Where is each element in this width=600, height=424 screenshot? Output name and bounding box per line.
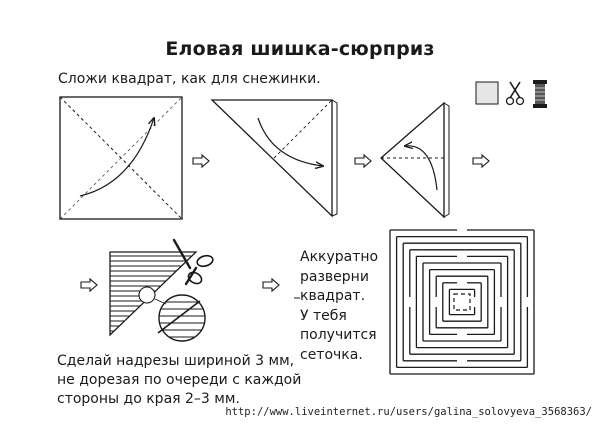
step-arrow — [262, 277, 280, 293]
step-arrow — [472, 153, 490, 169]
step-1-instruction: Сложи квадрат, как для снежинки. — [58, 71, 321, 87]
page-title: Еловая шишка-сюрприз — [165, 38, 435, 60]
step-arrow — [354, 153, 372, 169]
watermark-url: http://www.liveinternet.ru/users/galina_… — [225, 406, 592, 418]
unfold-line: У тебя — [300, 307, 347, 324]
grid-center-square — [453, 293, 471, 311]
unfold-line: Аккуратно — [300, 249, 379, 265]
unfold-line: разверни — [300, 268, 369, 285]
triangle-fold-step — [210, 99, 338, 218]
cut-line: не дорезая по очереди с каждой — [57, 372, 302, 388]
unfolded-grid — [389, 229, 535, 375]
scissors-icon — [505, 81, 525, 106]
small-triangle-step — [380, 101, 450, 219]
step-arrow — [192, 153, 210, 169]
thread-spool-icon — [533, 80, 547, 108]
square-step — [59, 96, 183, 220]
magnified-detail — [157, 294, 206, 342]
unfold-line: получится — [300, 327, 377, 343]
unfold-line: квадрат. — [300, 288, 366, 304]
step-arrow — [80, 277, 98, 293]
unfold-instruction: Аккуратно разверни квадрат. У тебя получ… — [300, 248, 390, 365]
cut-line: Сделай надрезы шириной 3 мм, — [57, 353, 295, 369]
cut-instruction: Сделай надрезы шириной 3 мм, не дорезая … — [57, 352, 301, 409]
paper-square-icon — [475, 81, 499, 105]
unfold-line: сеточка. — [300, 346, 363, 363]
scissors-cutting-icon — [172, 238, 214, 286]
cut-line: стороны до края 2–3 мм. — [57, 391, 240, 407]
